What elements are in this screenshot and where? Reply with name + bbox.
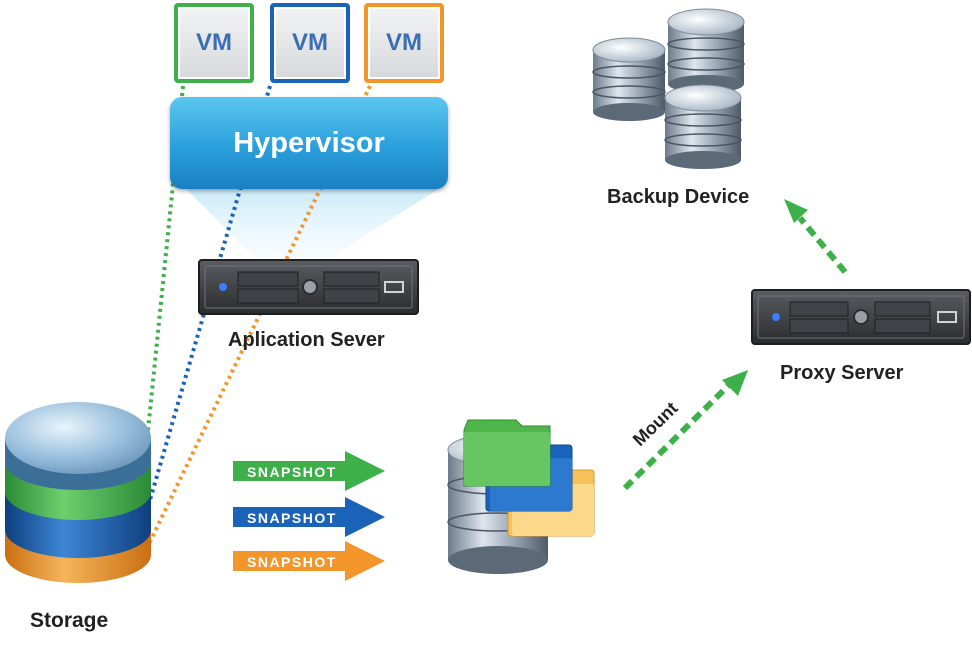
snapshot-arrow-orange-label: SNAPSHOT (247, 554, 337, 570)
mount-arrow (622, 370, 748, 491)
snapshot-arrow-orange: SNAPSHOT (233, 541, 385, 581)
backup-disk-stack-right (667, 8, 745, 93)
backup-device-icon (592, 8, 745, 169)
vm-green-storage-link (144, 85, 185, 451)
hypervisor-fan (185, 188, 440, 258)
application-server-label: Aplication Sever (228, 329, 385, 351)
snapshot-arrow-blue-label: SNAPSHOT (247, 510, 337, 526)
application-server-icon (198, 259, 419, 315)
snapshot-arrow-blue: SNAPSHOT (233, 497, 385, 537)
snapshot-volume-icon (447, 419, 595, 574)
green-folder-icon (463, 419, 551, 487)
snapshot-arrow-green: SNAPSHOT (233, 451, 385, 491)
hypervisor-box[interactable]: Hypervisor (170, 97, 448, 189)
hypervisor-label: Hypervisor (233, 126, 385, 159)
storage-label: Storage (30, 609, 109, 632)
vm-orange[interactable]: VM (364, 3, 444, 83)
proxy-server-label: Proxy Server (780, 362, 904, 384)
snapshot-arrow-green-label: SNAPSHOT (247, 464, 337, 480)
storage-icon (5, 402, 151, 583)
backup-disk-stack-left (592, 37, 666, 121)
backup-disk-stack-front (664, 84, 742, 169)
backup-device-label: Backup Device (607, 186, 750, 208)
vm-green[interactable]: VM (174, 3, 254, 83)
proxy-server-icon (751, 289, 971, 345)
backup-arrow (784, 199, 848, 274)
vm-blue[interactable]: VM (270, 3, 350, 83)
